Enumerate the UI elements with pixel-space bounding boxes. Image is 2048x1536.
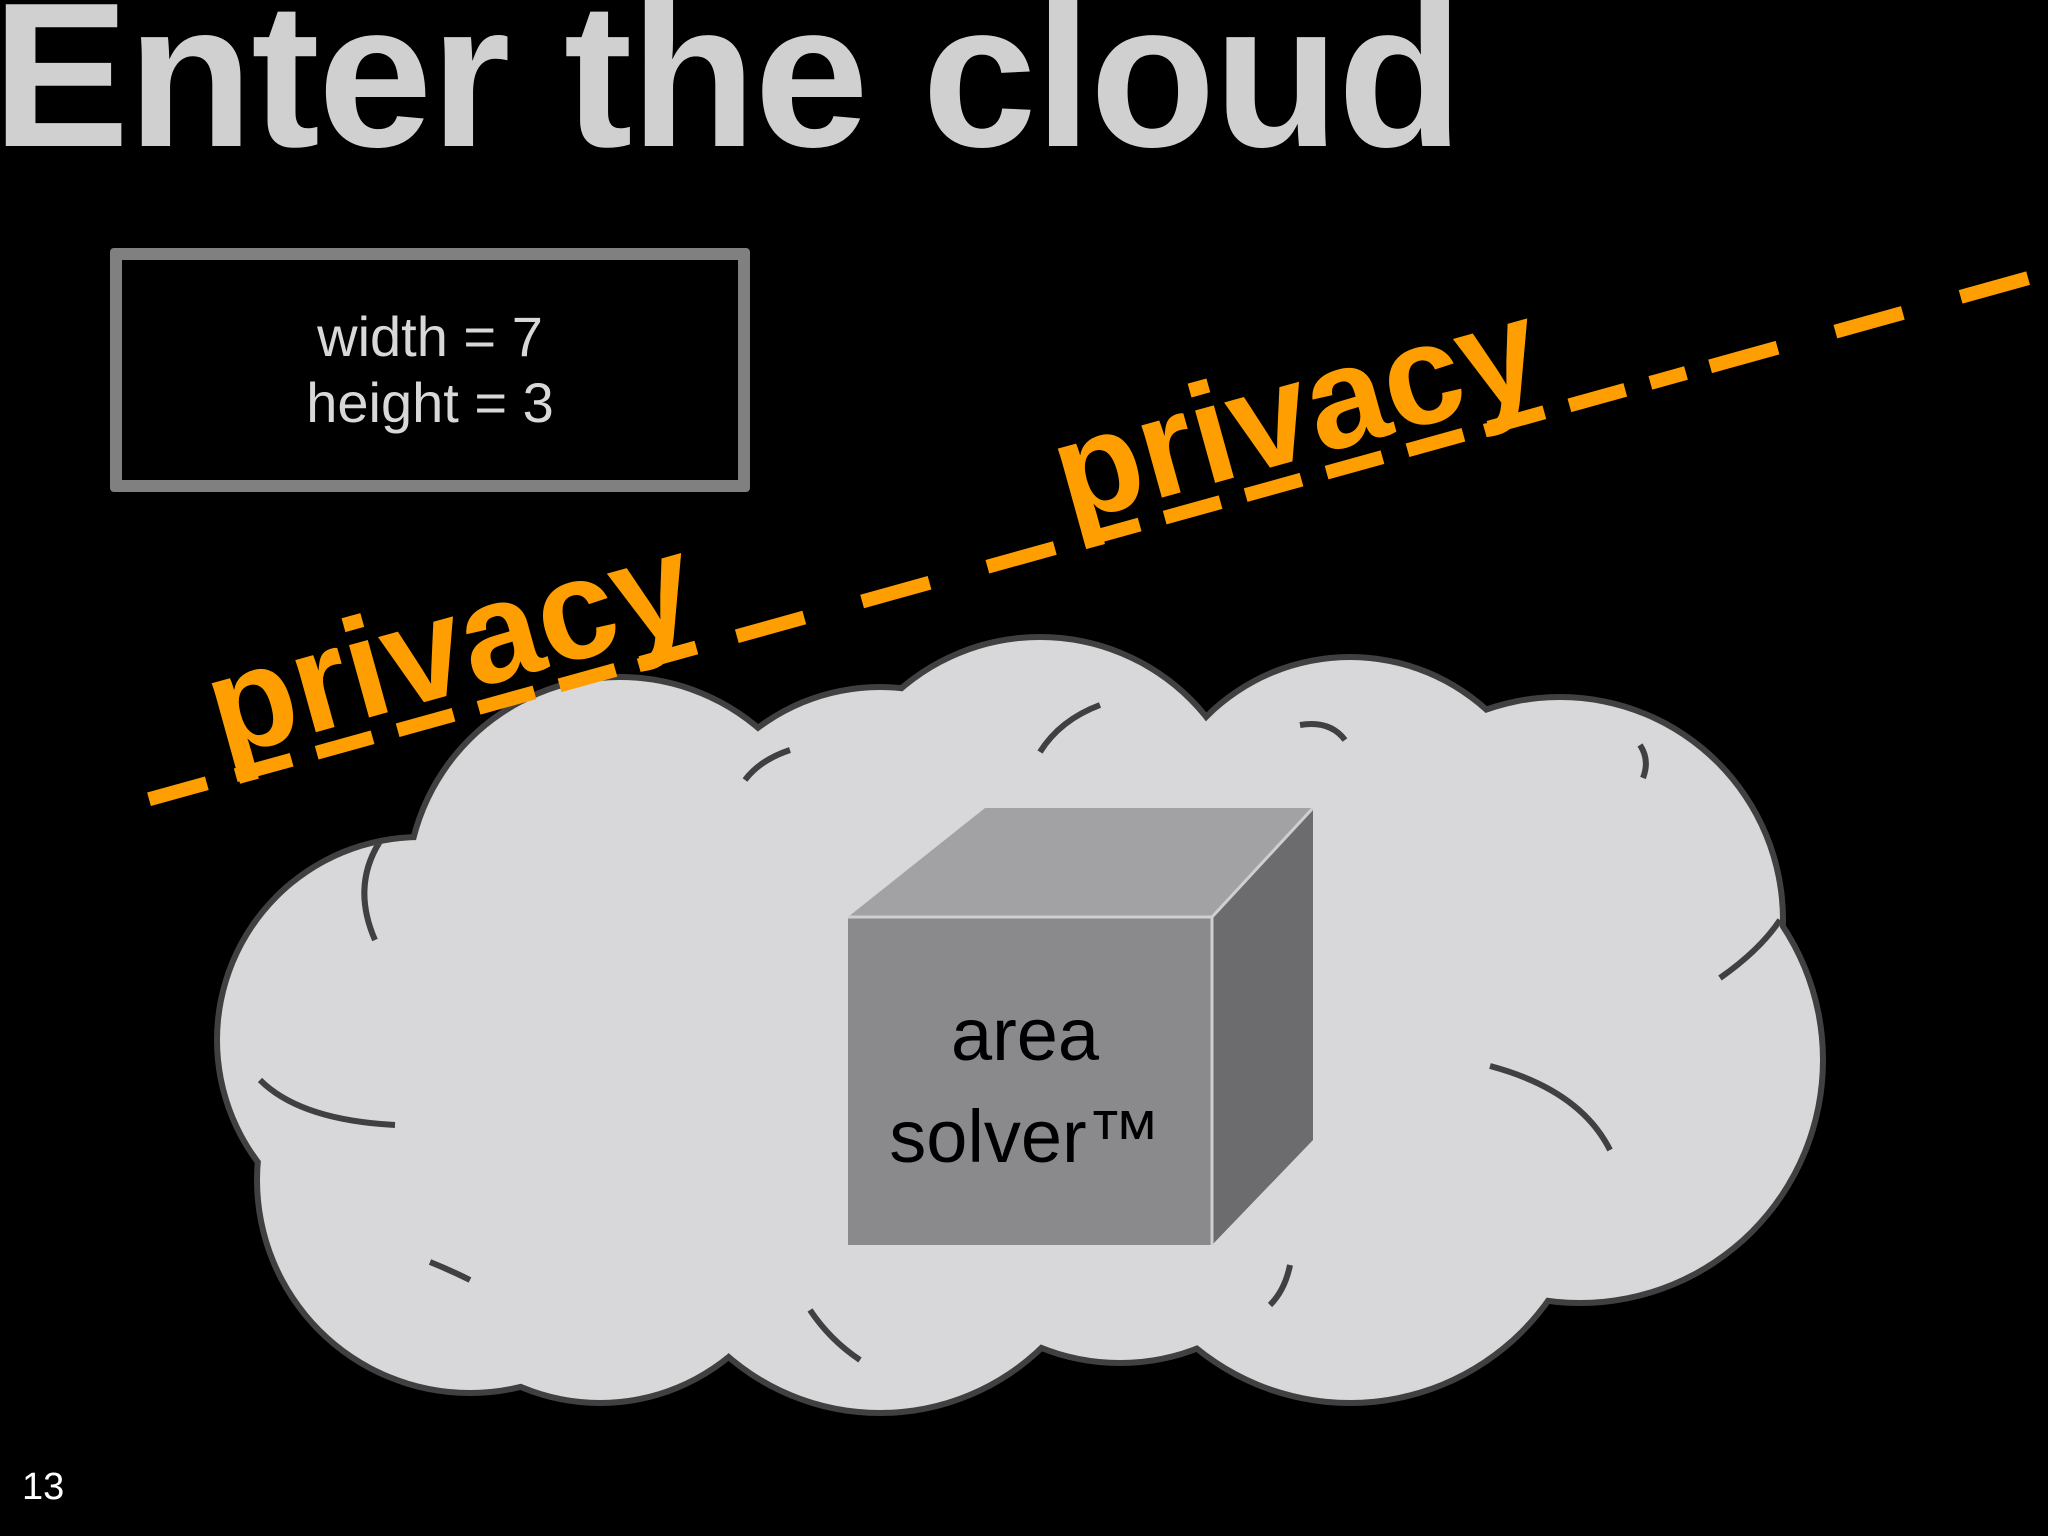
box-label-line2: solver™ bbox=[889, 1095, 1160, 1178]
height-parameter: height = 3 bbox=[306, 371, 554, 434]
box-side-face bbox=[1212, 808, 1313, 1245]
width-parameter: width = 7 bbox=[317, 305, 543, 368]
barrier-dash bbox=[1708, 340, 1780, 374]
area-solver-box: area solver™ bbox=[848, 806, 1315, 1245]
barrier-dash bbox=[1958, 271, 2030, 304]
box-front-face bbox=[848, 917, 1212, 1245]
barrier-dash bbox=[734, 610, 807, 643]
privacy-label-right: privacy bbox=[1035, 267, 1557, 553]
slide-title: Enter the cloud bbox=[0, 0, 1463, 190]
barrier-dash bbox=[1833, 306, 1905, 339]
input-parameters-box: width = 7 height = 3 bbox=[110, 248, 750, 492]
box-top-face bbox=[848, 808, 1313, 917]
barrier-dash bbox=[860, 576, 932, 609]
page-number: 13 bbox=[22, 1466, 65, 1508]
barrier-dash bbox=[147, 776, 209, 806]
box-label-line1: area bbox=[951, 993, 1100, 1076]
barrier-dash bbox=[985, 541, 1057, 574]
